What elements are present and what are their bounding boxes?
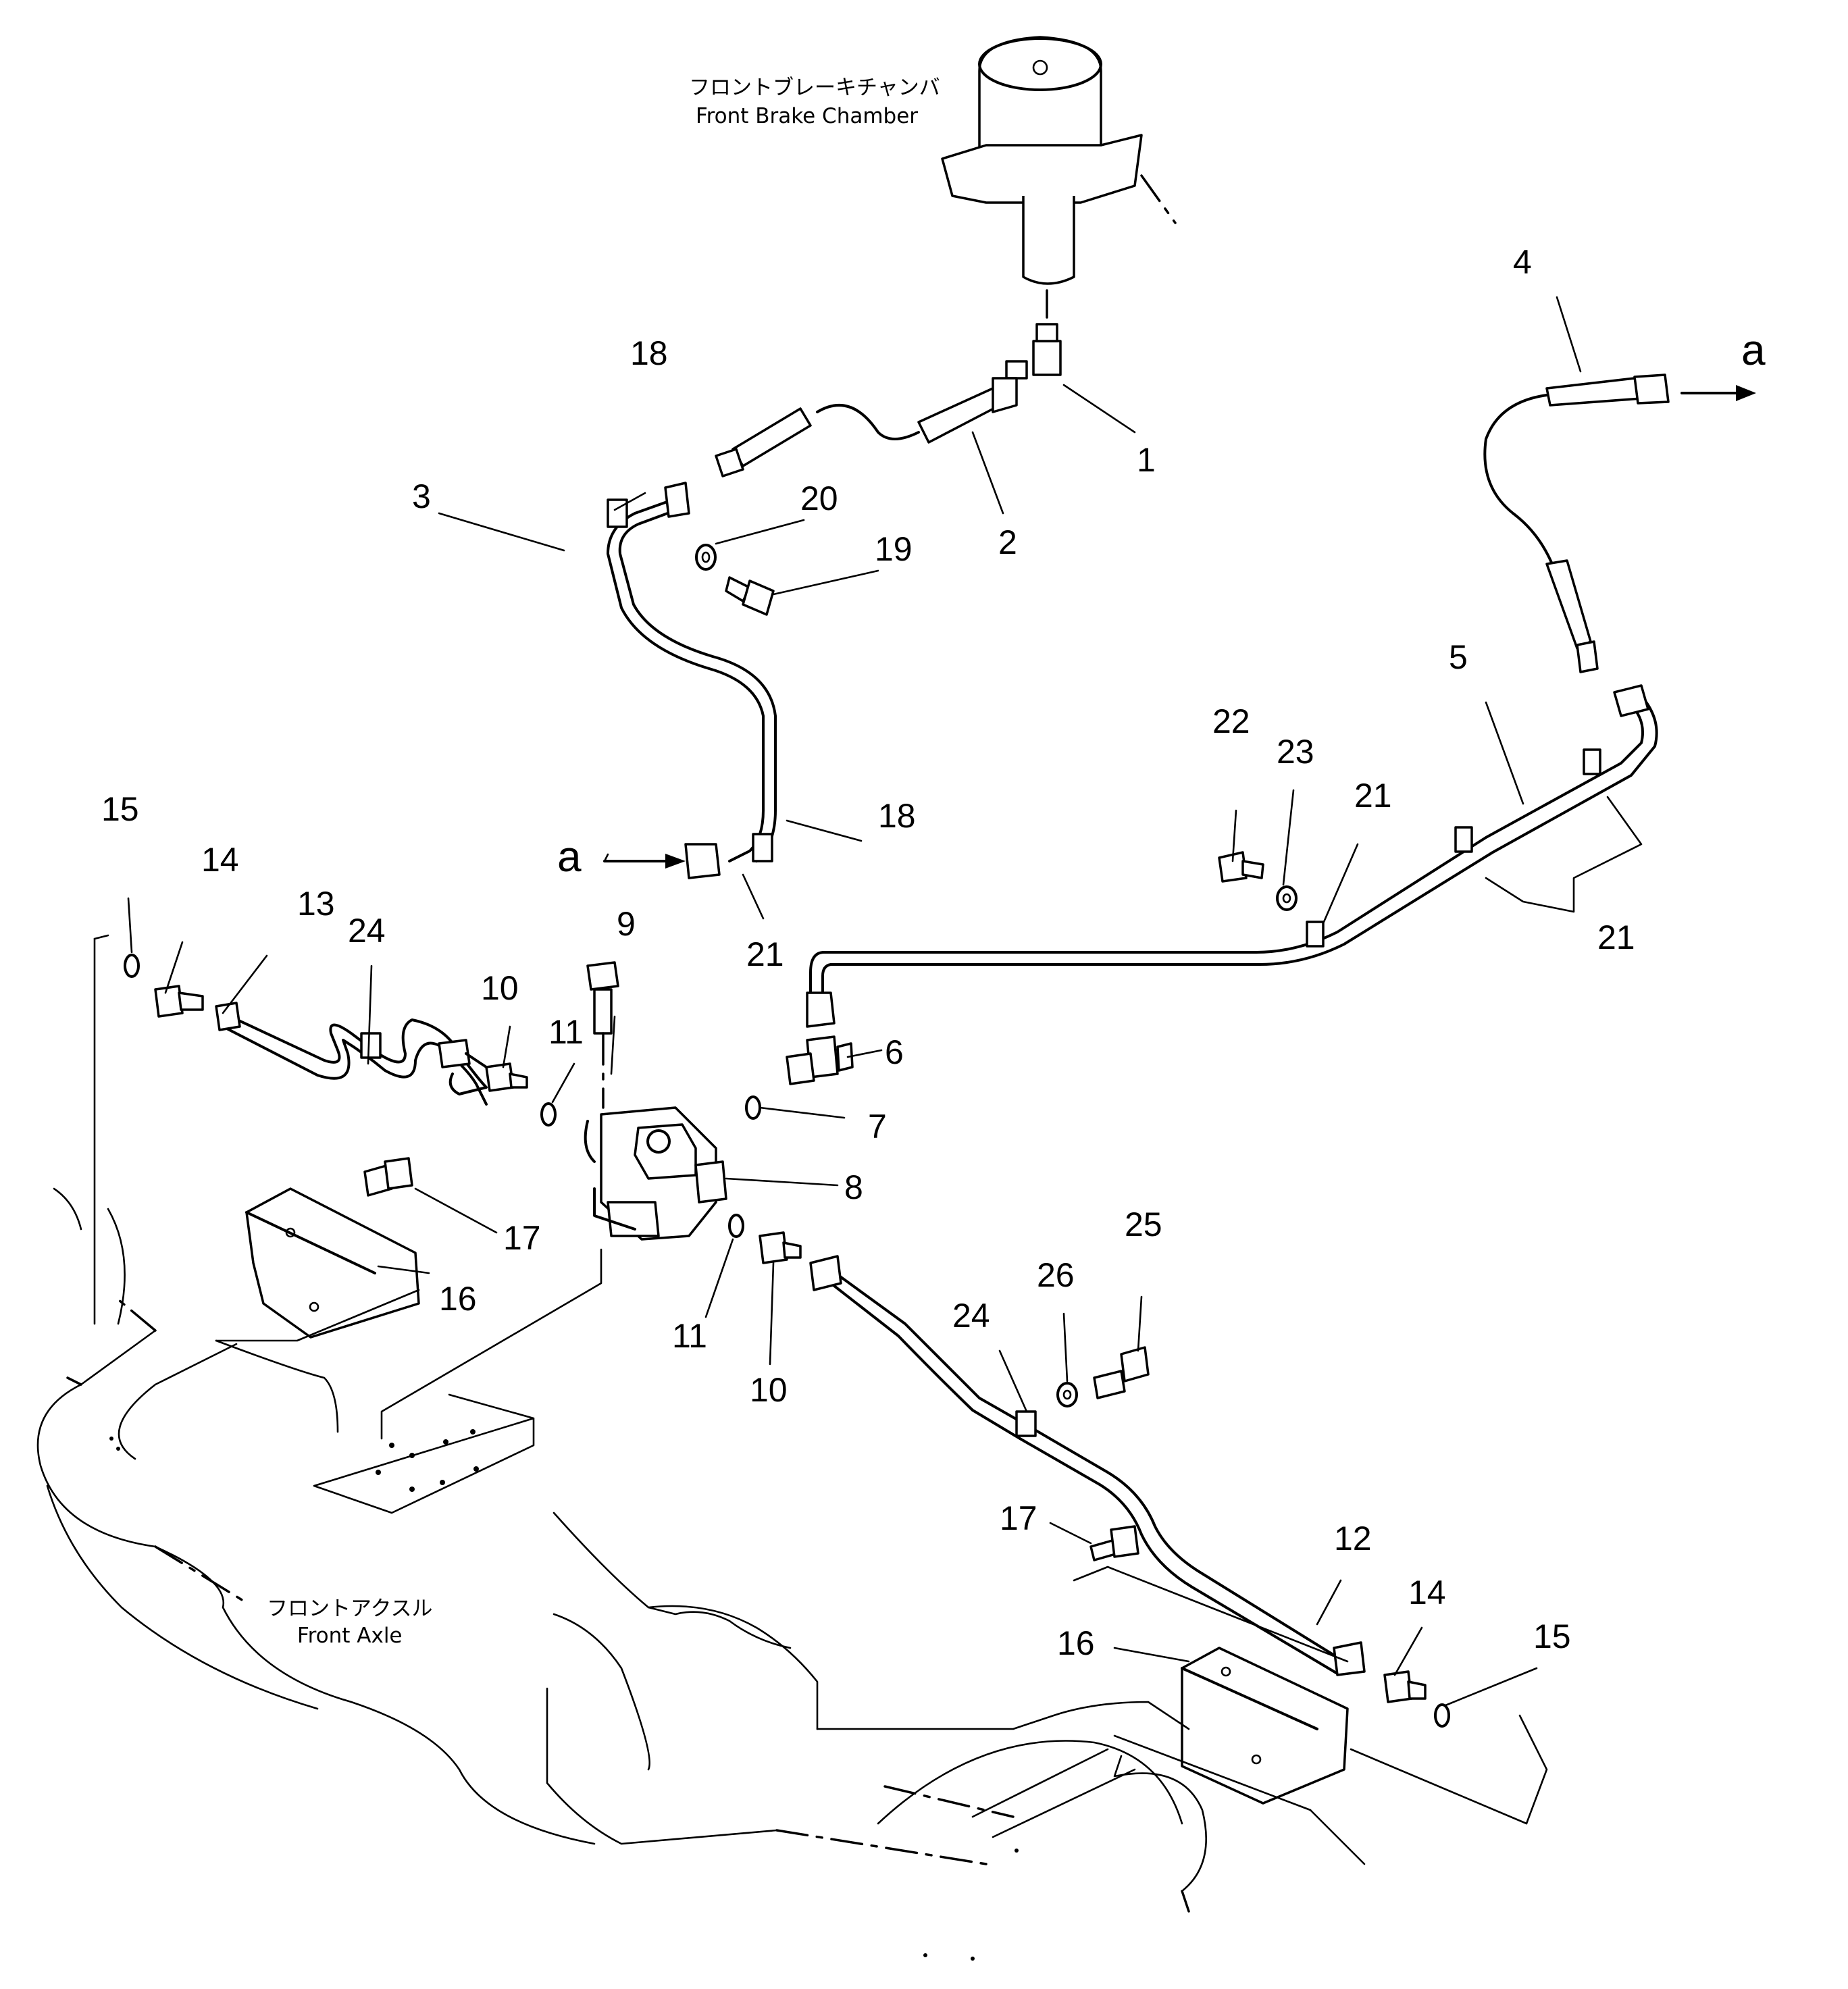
washer-23 [1276, 885, 1298, 911]
arrow-label-a-right: a [1741, 326, 1766, 374]
elbow-fitting-1 [1005, 323, 1062, 380]
relay-valve-8 [584, 1106, 727, 1241]
part-number-16-right: 16 [1057, 1624, 1095, 1662]
bolt-9 [586, 961, 619, 1109]
part-number-17-right: 17 [1000, 1499, 1037, 1537]
part-number-16-left: 16 [439, 1280, 477, 1318]
bolt-25 [1093, 1346, 1150, 1399]
fitting-10-right [759, 1231, 802, 1264]
o-ring-15-left [124, 954, 140, 978]
part-number-15-right: 15 [1533, 1618, 1571, 1655]
front-axle-caption-en: Front Axle [297, 1624, 403, 1648]
fitting-10-left [485, 1062, 528, 1092]
o-ring-11-right [728, 1214, 744, 1238]
part-number-24-left: 24 [348, 912, 386, 950]
hose-4 [1483, 373, 1756, 673]
part-number-15-left: 15 [101, 790, 139, 828]
bolt-19 [725, 576, 775, 616]
tube-5 [806, 684, 1658, 1028]
part-number-3: 3 [412, 477, 431, 515]
brake-chamber-caption-en: Front Brake Chamber [696, 104, 918, 128]
part-number-8: 8 [844, 1168, 863, 1206]
part-number-12: 12 [1334, 1520, 1372, 1557]
fitting-14-right [1383, 1670, 1427, 1703]
part-number-18-top: 18 [630, 334, 668, 372]
bracket-16-right [1181, 1647, 1349, 1805]
part-number-14-left: 14 [201, 841, 239, 879]
bolt-17-left [363, 1157, 413, 1197]
part-number-18-bottom: 18 [878, 797, 916, 835]
part-number-5: 5 [1449, 638, 1468, 676]
part-number-17-left: 17 [503, 1219, 541, 1257]
part-number-4: 4 [1513, 243, 1532, 281]
part-number-7: 7 [868, 1108, 887, 1145]
front-brake-chamber [941, 36, 1177, 319]
leader-lines [127, 296, 1643, 1707]
part-number-21-right: 21 [1597, 919, 1635, 956]
o-ring-7 [745, 1095, 761, 1120]
part-number-21-left: 21 [746, 935, 784, 973]
tube-12 [809, 1255, 1366, 1676]
part-number-11-right: 11 [672, 1317, 707, 1355]
front-axle-caption-jp: フロントアクスル [267, 1597, 433, 1621]
part-number-21-mid: 21 [1354, 777, 1392, 815]
part-number-6: 6 [885, 1033, 904, 1071]
front-axle-outline [36, 934, 1548, 1961]
fitting-14-left [154, 985, 204, 1018]
part-number-10-right: 10 [750, 1371, 788, 1409]
elbow-fitting-6 [786, 1035, 854, 1085]
o-ring-15-right [1434, 1703, 1450, 1728]
part-number-11-left: 11 [548, 1013, 584, 1051]
washer-26 [1056, 1382, 1078, 1407]
hose-2 [715, 377, 1018, 477]
part-number-23: 23 [1277, 733, 1314, 771]
part-number-14-right: 14 [1408, 1574, 1446, 1611]
part-number-25: 25 [1125, 1206, 1162, 1243]
bolt-17-right [1089, 1525, 1139, 1561]
part-number-19: 19 [875, 530, 913, 568]
arrow-label-a-left: a [557, 832, 582, 881]
part-number-24-right: 24 [952, 1297, 990, 1335]
part-number-22: 22 [1212, 702, 1250, 740]
part-number-2: 2 [998, 523, 1017, 561]
part-number-26: 26 [1037, 1256, 1075, 1294]
tube-13 [215, 1002, 488, 1106]
part-number-10-left: 10 [481, 969, 519, 1007]
bolt-22 [1218, 851, 1264, 883]
part-number-20: 20 [800, 480, 838, 517]
part-number-1: 1 [1137, 441, 1156, 479]
part-number-9: 9 [617, 905, 636, 943]
brake-chamber-caption-jp: フロントブレーキチャンバ [689, 76, 940, 100]
tube-3 [607, 482, 777, 879]
washer-20 [695, 544, 717, 571]
o-ring-11-left [540, 1102, 557, 1127]
part-number-13: 13 [297, 885, 335, 923]
bracket-16-left [245, 1187, 420, 1339]
